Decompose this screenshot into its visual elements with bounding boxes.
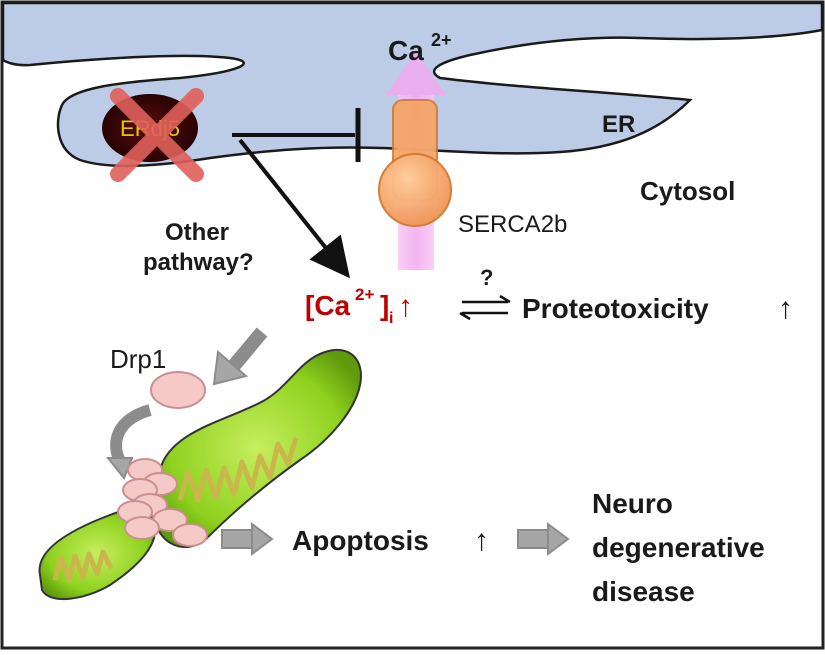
cross-icon [110, 88, 204, 182]
drp1-label: Drp1 [110, 344, 166, 374]
svg-text:[Ca: [Ca [305, 290, 351, 321]
cytosolic-calcium-label: [Ca 2+ ] i ↑ [305, 285, 413, 327]
equilibrium-arrows [459, 294, 511, 321]
drp1-ring [117, 458, 208, 547]
calcium-up-arrow: ↑ [398, 290, 413, 323]
neuro-line3: disease [592, 576, 695, 607]
gray-arrow-disease [517, 522, 570, 556]
erdj5-protein-icon: ERdj5 [102, 88, 204, 182]
proteotoxicity-up-arrow: ↑ [778, 292, 793, 325]
pathway-arrow [238, 138, 350, 279]
neuro-line1: Neuro [592, 488, 673, 519]
gray-arrow-drp1 [212, 327, 268, 386]
svg-text:2+: 2+ [355, 285, 374, 304]
drp1-protein-icon [150, 371, 206, 409]
apoptosis-up-arrow: ↑ [474, 524, 489, 557]
other-pathway-line1: Other [165, 219, 229, 246]
question-mark: ? [480, 265, 493, 290]
other-pathway-line2: pathway? [143, 249, 254, 276]
calcium-er-label: Ca [388, 35, 424, 66]
calcium-er-charge: 2+ [431, 30, 452, 50]
gray-arrow-apoptosis [221, 522, 274, 556]
apoptosis-label: Apoptosis [292, 525, 429, 556]
serca2b-label: SERCA2b [458, 211, 567, 238]
mitochondrion-upper [151, 349, 362, 549]
cytosol-label: Cytosol [640, 176, 735, 206]
svg-text:]: ] [380, 290, 389, 321]
neuro-line2: degenerative [592, 532, 765, 563]
er-label: ER [602, 111, 635, 138]
serca2b-pump-icon [378, 99, 452, 227]
svg-text:i: i [389, 310, 393, 327]
proteotoxicity-label: Proteotoxicity [522, 293, 709, 324]
